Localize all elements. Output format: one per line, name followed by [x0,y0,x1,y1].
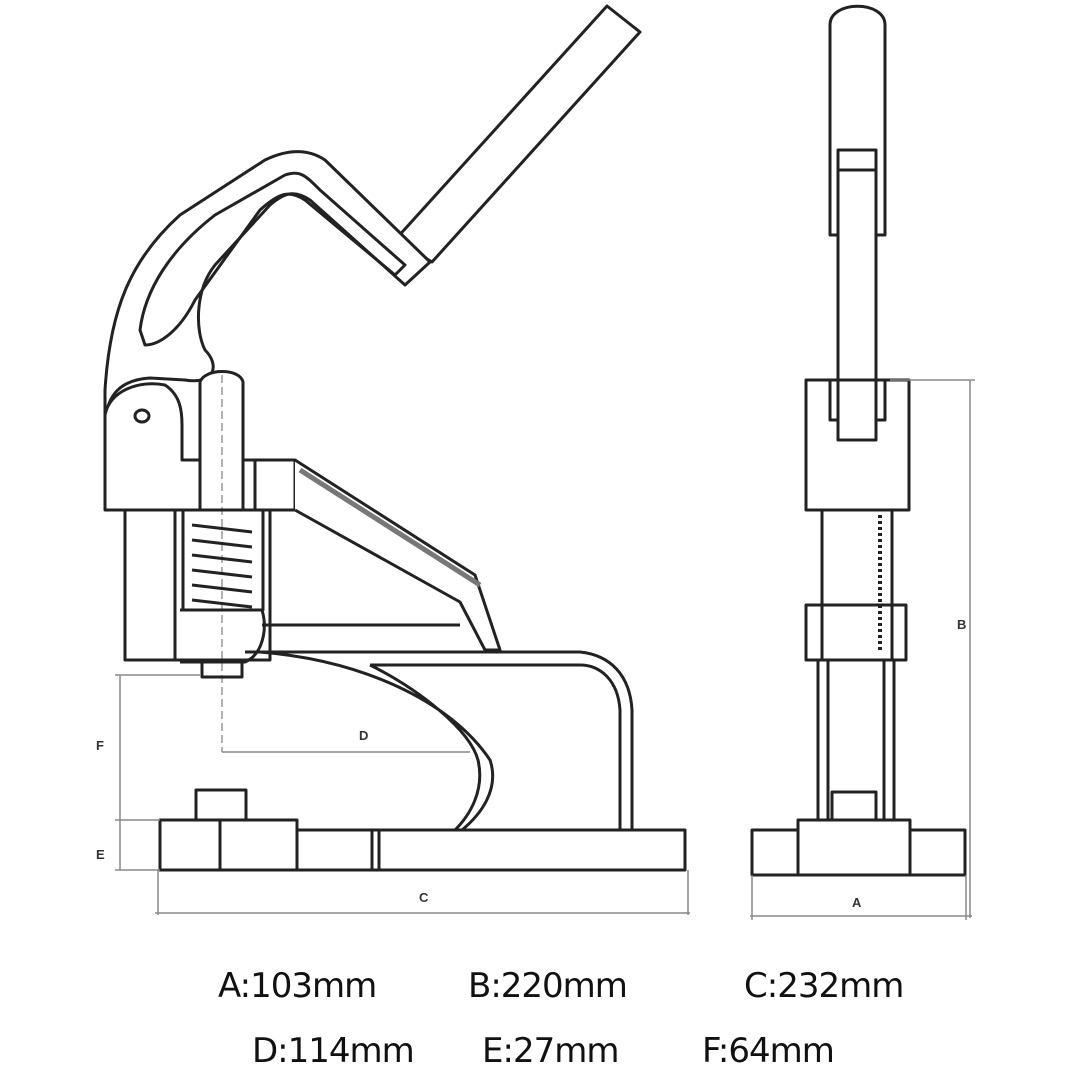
front-handle-link [836,378,878,442]
brace-shade [298,467,482,588]
lever-slot [138,171,407,347]
front-dimension-lines [750,379,975,920]
front-nub [830,790,878,822]
dim-label-b: B [957,617,967,632]
front-base-center [796,818,912,877]
dimension-f: F:64mm [702,1031,835,1071]
dimension-c: C:232mm [744,966,904,1006]
pivot-block [103,382,297,512]
punch-tip [200,660,244,679]
pivot-hole [133,408,151,424]
dimension-a: A:103mm [218,966,377,1006]
side-view [103,4,690,915]
side-dimension-lines [115,674,690,915]
dim-label-d: D [359,728,369,743]
dimension-d: D:114mm [252,1031,415,1071]
spring-icon [191,523,253,609]
handle-bar [393,4,642,264]
dim-label-c: C [419,890,429,905]
dim-label-e: E [96,847,105,862]
frame-top [245,650,634,830]
frame-neck [259,650,495,832]
dimension-e: E:27mm [482,1031,619,1071]
spring-collar [180,608,266,664]
anvil-nub [194,788,248,822]
diagonal-brace [294,458,502,652]
anvil-block [158,818,299,872]
front-view [750,4,975,920]
dim-label-a: A [852,895,862,910]
dim-label-f: F [96,738,104,753]
dimension-b: B:220mm [468,966,628,1006]
